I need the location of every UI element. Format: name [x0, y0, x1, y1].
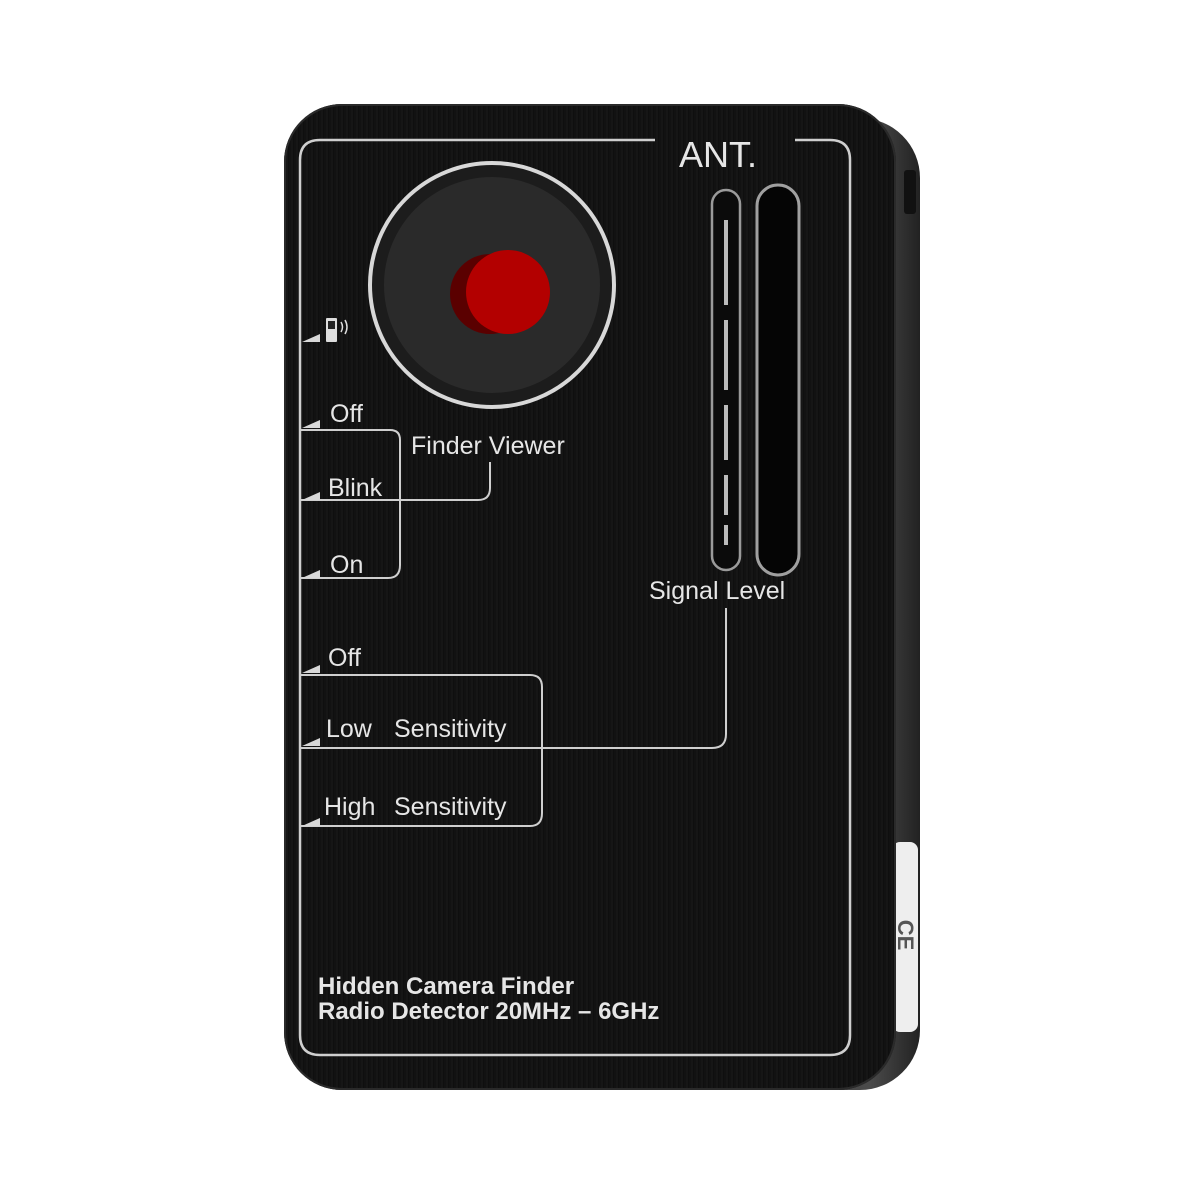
sensitivity-low-label: Low — [326, 715, 372, 743]
sensitivity-low-suffix: Sensitivity — [394, 715, 507, 743]
antenna-label: ANT. — [679, 134, 758, 175]
phone-vibrate-icon — [326, 318, 348, 342]
signal-level-label: Signal Level — [649, 577, 786, 605]
panel-border — [298, 138, 852, 1057]
finder-off-label: Off — [330, 400, 363, 428]
sensitivity-high-label: High — [324, 793, 376, 821]
switch-markers — [302, 334, 320, 826]
usb-port — [904, 170, 916, 214]
sensitivity-high-suffix: Sensitivity — [394, 793, 507, 821]
antenna-slot — [755, 183, 801, 577]
product-description: Radio Detector 20MHz – 6GHz — [318, 998, 660, 1025]
cert-sticker: CE — [892, 842, 918, 1032]
sensitivity-off-label: Off — [328, 644, 361, 672]
finder-on-label: On — [330, 551, 364, 579]
finder-blink-label: Blink — [328, 474, 383, 502]
finder-viewer-label: Finder Viewer — [411, 432, 565, 460]
product-name: Hidden Camera Finder — [318, 973, 575, 1000]
lens-red-icon — [466, 250, 550, 334]
